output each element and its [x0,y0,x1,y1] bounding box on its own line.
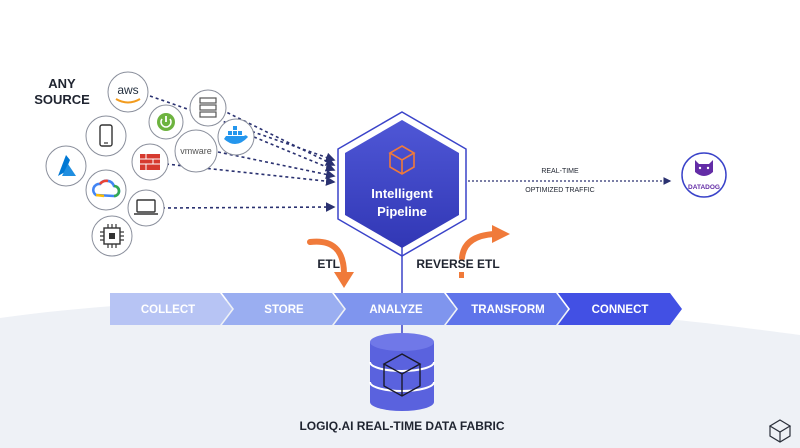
corner-logo-icon [768,419,792,443]
laptop-icon [127,189,165,227]
vmware-label: vmware [180,146,212,156]
etl-arrow [307,238,354,288]
docker-icon [217,118,255,156]
pipeline-logo-icon [388,145,416,175]
datadog-label: DATADOG [688,184,720,191]
mobile-phone-icon [85,115,127,157]
any-source-title-line2: SOURCE [34,92,90,107]
database-cube-icon [382,353,422,397]
connector-firewall [165,163,336,186]
google-cloud-icon [85,169,127,211]
output-label-line1: REAL-TIME [541,168,579,175]
azure-icon [45,145,87,187]
output-label-line2: OPTIMIZED TRAFFIC [525,187,594,194]
chip-icon [91,215,133,257]
stage-label-store: STORE [264,304,304,316]
connector-laptop [161,202,336,212]
source-icons: aws [45,71,255,257]
spring-icon [148,104,184,140]
stage-label-analyze: ANALYZE [369,304,423,316]
stage-label-connect: CONNECT [592,304,649,316]
reverse-etl-arrow [459,225,510,278]
firewall-icon [131,143,169,181]
fabric-label: LOGIQ.AI REAL-TIME DATA FABRIC [299,419,504,433]
stage-label-collect: COLLECT [141,304,195,316]
data-fabric-database [369,333,435,411]
datadog-destination: DATADOG [681,152,727,198]
stage-store [222,293,344,325]
stage-connect [558,293,682,325]
pipeline-title-line1: Intelligent [371,186,433,201]
stages-bar: COLLECT STORE ANALYZE TRANSFORM CONNECT [110,293,682,325]
connector-docker [253,136,336,172]
vmware-icon: vmware [174,129,218,173]
pipeline-title-line2: Pipeline [377,204,427,219]
reverse-etl-label: REVERSE ETL [416,257,499,271]
aws-icon: aws [107,71,149,113]
stage-analyze [334,293,456,325]
server-rack-icon [189,89,227,127]
any-source-title-line1: ANY [48,76,76,91]
etl-label-visible: ETL [317,257,340,271]
connector-vmware [217,151,336,180]
intelligent-pipeline: Intelligent Pipeline [337,111,467,257]
stage-transform [446,293,568,325]
datadog-icon [695,160,713,176]
stage-collect [110,293,232,325]
aws-label: aws [117,83,138,97]
stage-label-transform: TRANSFORM [471,304,544,316]
